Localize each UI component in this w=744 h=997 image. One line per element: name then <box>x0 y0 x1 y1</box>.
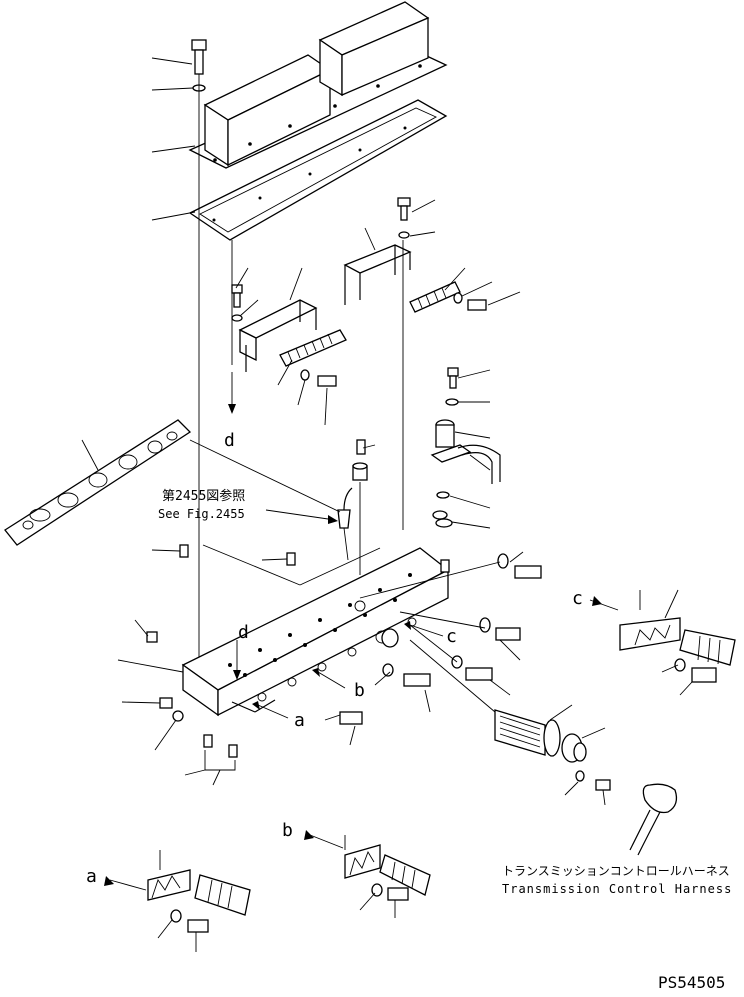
harness-label-en: Transmission Control Harness <box>502 882 732 896</box>
valve-body <box>181 544 450 717</box>
harness-cable <box>629 783 678 856</box>
figure-id: PS54505 <box>658 973 725 992</box>
leaders-top <box>151 57 196 221</box>
reference-label-en: See Fig.2455 <box>158 507 245 521</box>
harness-label-jp: トランスミッションコントロールハーネス <box>502 864 730 878</box>
callout-a-detail: a <box>86 866 97 887</box>
solenoid <box>430 367 501 529</box>
callout-b-body: b <box>354 680 365 701</box>
sensor-fitting <box>337 439 376 575</box>
detail-b <box>304 830 431 918</box>
callout-arrows <box>189 439 444 719</box>
cover-gasket <box>188 99 448 241</box>
callout-a-body: a <box>294 710 305 731</box>
separator-plate <box>4 419 192 546</box>
valve-cover <box>188 1 448 169</box>
body-bolts <box>324 551 542 746</box>
callout-c-detail: c <box>572 588 583 609</box>
detail-c <box>589 589 736 696</box>
callout-c-body: c <box>446 626 457 647</box>
left-bracket <box>228 267 347 426</box>
callout-b-detail: b <box>282 820 293 841</box>
body-fittings <box>117 544 450 786</box>
callout-d-upper: d <box>224 430 235 451</box>
harness-connector <box>409 639 611 806</box>
right-bracket <box>343 197 521 530</box>
callout-d-body: d <box>238 622 249 643</box>
detail-a <box>104 850 251 952</box>
reference-label-jp: 第2455図参照 <box>162 488 245 504</box>
